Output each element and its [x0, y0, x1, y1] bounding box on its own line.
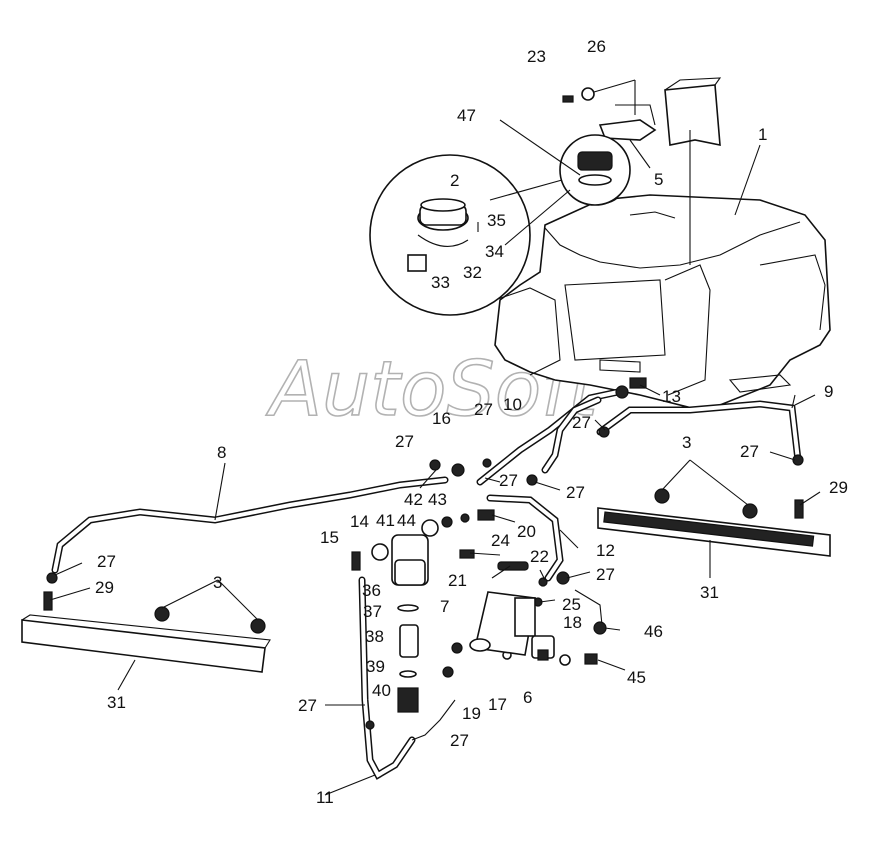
leader-lines — [49, 119, 821, 796]
bolt-washer — [562, 79, 636, 115]
label-25: 25 — [562, 595, 581, 614]
label-11: 11 — [316, 788, 334, 807]
label-1: 1 — [758, 125, 767, 144]
label-21: 21 — [448, 571, 467, 590]
label-5: 5 — [654, 170, 663, 189]
label-32: 32 — [463, 263, 482, 282]
label-27-center: 27 — [499, 471, 518, 490]
label-22: 22 — [530, 547, 549, 566]
fuel-tank — [494, 185, 831, 411]
label-17: 17 — [488, 695, 507, 714]
label-27-bottom-left: 27 — [298, 696, 317, 715]
label-3-left: 3 — [213, 573, 222, 592]
label-27-pump-side: 27 — [596, 565, 615, 584]
label-6: 6 — [523, 688, 532, 707]
cap-detail-inset — [369, 134, 631, 316]
label-37: 37 — [363, 602, 382, 621]
label-39: 39 — [366, 657, 385, 676]
label-43: 43 — [428, 490, 447, 509]
label-29-left: 29 — [95, 578, 114, 597]
label-45: 45 — [627, 668, 646, 687]
label-27-left-of-16: 27 — [395, 432, 414, 451]
pressure-switch — [531, 635, 555, 661]
label-31-right: 31 — [700, 583, 719, 602]
spray-bar-right — [597, 488, 831, 557]
spray-bar-left — [21, 606, 271, 673]
label-14: 14 — [350, 512, 369, 531]
label-27-left: 27 — [97, 552, 116, 571]
label-33: 33 — [431, 273, 450, 292]
label-38: 38 — [365, 627, 384, 646]
label-27-right-of-center: 27 — [566, 483, 585, 502]
label-42: 42 — [404, 490, 423, 509]
label-12: 12 — [596, 541, 615, 560]
label-41: 41 — [376, 511, 395, 530]
label-31-left: 31 — [107, 693, 126, 712]
label-20: 20 — [517, 522, 536, 541]
label-26: 26 — [587, 37, 606, 56]
label-40: 40 — [372, 681, 391, 700]
label-8: 8 — [217, 443, 226, 462]
label-16: 16 — [432, 409, 451, 428]
label-46: 46 — [644, 622, 663, 641]
label-9: 9 — [824, 382, 833, 401]
label-34: 34 — [485, 242, 504, 261]
part-labels: 1 2 3 3 5 6 7 8 9 10 11 12 13 14 15 16 1… — [95, 37, 848, 807]
label-35: 35 — [487, 211, 506, 230]
fuel-pump — [469, 591, 536, 656]
label-27-right: 27 — [740, 442, 759, 461]
label-47: 47 — [457, 106, 476, 125]
label-44: 44 — [397, 511, 416, 530]
label-27-top: 27 — [474, 400, 493, 419]
fuel-cap-assembly — [407, 198, 479, 272]
bracket-plate — [598, 77, 722, 265]
fuel-filter-assembly — [351, 534, 429, 713]
label-27-upper-right: 27 — [572, 413, 591, 432]
label-3-right: 3 — [682, 433, 691, 452]
label-24: 24 — [491, 531, 510, 550]
label-7: 7 — [440, 597, 449, 616]
label-18: 18 — [563, 613, 582, 632]
label-15: 15 — [320, 528, 339, 547]
label-13: 13 — [662, 387, 681, 406]
label-36: 36 — [362, 581, 381, 600]
label-27-bottom: 27 — [450, 731, 469, 750]
label-23: 23 — [527, 47, 546, 66]
label-19: 19 — [462, 704, 481, 723]
label-29-right: 29 — [829, 478, 848, 497]
label-10: 10 — [503, 395, 522, 414]
label-2: 2 — [450, 171, 459, 190]
